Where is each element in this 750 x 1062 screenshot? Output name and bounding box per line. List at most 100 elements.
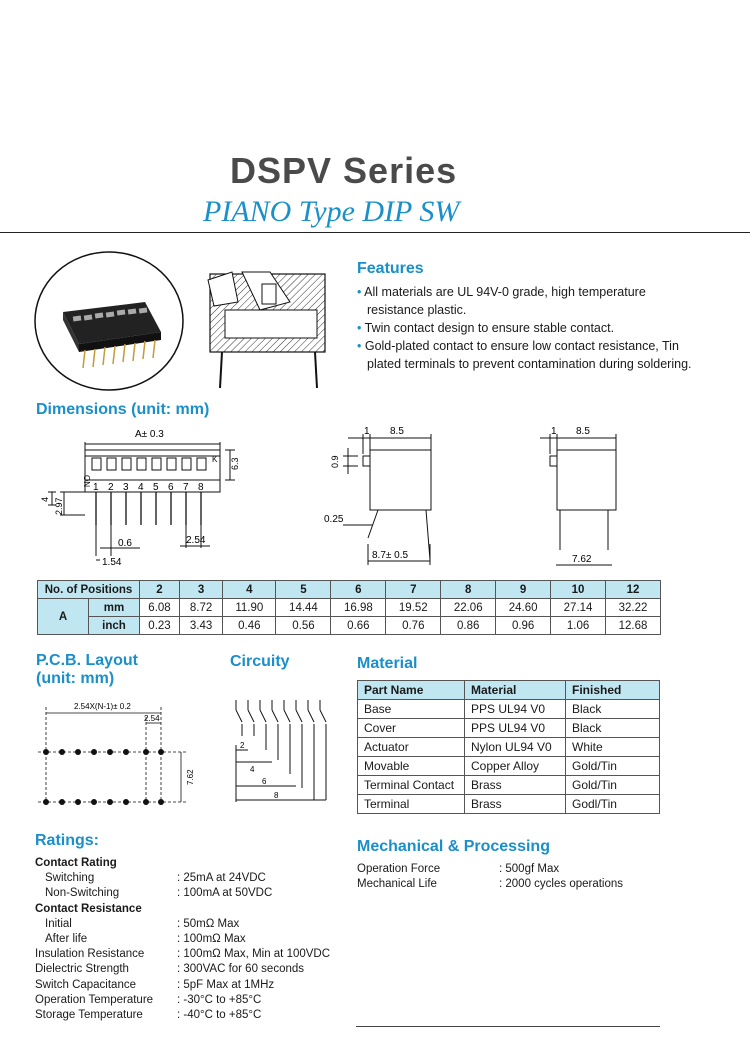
product-photo-switch [63, 302, 161, 369]
series-title: DSPV Series [230, 150, 458, 191]
inch-cell: 0.46 [222, 616, 277, 635]
position-header: 5 [275, 580, 332, 599]
dimension-side-drawing: 1 8.5 0.9 0.25 8.7± 0.5 [324, 426, 432, 565]
material-cell: Terminal Contact [357, 775, 465, 795]
position-header: 12 [605, 580, 661, 599]
mm-cell: 27.14 [550, 598, 607, 617]
spec-value: : 2000 cycles operations [499, 878, 624, 891]
material-heading: Material [357, 655, 418, 672]
spec-value: : -40°C to +85°C [177, 1009, 262, 1022]
position-header: 7 [385, 580, 442, 599]
position-header: 2 [139, 580, 180, 599]
dim-06-label: 0.6 [118, 538, 132, 549]
material-col-header: Finished [565, 680, 660, 700]
spec-label: Non-Switching [45, 887, 120, 900]
dim-254-label: 2.54 [186, 535, 206, 546]
dimension-front-drawing: A± 0.3 6.3 4 2.97 ON K 1 2 3 4 5 6 7 8 0… [40, 429, 240, 568]
inch-cell: 3.43 [178, 616, 224, 635]
material-cell: Godl/Tin [565, 794, 660, 814]
mm-cell: 24.60 [495, 598, 552, 617]
pcb-762-label: 7.62 [186, 769, 195, 785]
material-cell: Cover [357, 718, 465, 738]
pin-label: 3 [123, 482, 129, 493]
spec-label: Operation Force [357, 863, 441, 875]
features-heading: Features [357, 260, 424, 277]
dim-a-label: A± 0.3 [135, 429, 164, 440]
table-row: Terminal Contact Brass Gold/Tin [357, 775, 660, 795]
circuity-label: 4 [250, 765, 255, 774]
spec-value: : -30°C to +85°C [177, 993, 262, 1006]
spec-label: After life [45, 933, 88, 946]
end-85-label: 8.5 [576, 426, 590, 437]
table-row: Actuator Nylon UL94 V0 White [357, 737, 660, 757]
material-cell: Copper Alloy [464, 756, 566, 776]
mm-cell: 8.72 [178, 598, 224, 617]
material-cell: Terminal [357, 794, 465, 814]
pcb-heading: P.C.B. Layout (unit: mm) [36, 652, 138, 688]
product-photo [34, 251, 184, 391]
ratings-list: Contact Rating Switching: 25mA at 24VDC … [35, 856, 330, 1023]
contact-rating-label: Contact Rating [35, 857, 117, 869]
header-divider [0, 232, 750, 233]
contact-resistance-label: Contact Resistance [35, 902, 142, 915]
feature-item: All materials are UL 94V-0 grade, high t… [357, 283, 697, 319]
inch-cell: 0.76 [385, 616, 442, 635]
material-cell: Gold/Tin [565, 775, 660, 795]
mm-cell: 22.06 [440, 598, 497, 617]
side-1-label: 1 [364, 426, 370, 437]
material-table: Part Name Material Finished Base PPS UL9… [357, 680, 660, 814]
circuity-label: 2 [240, 741, 245, 750]
position-header: 9 [495, 580, 552, 599]
spec-value: : 25mA at 24VDC [177, 872, 266, 885]
spec-label: Switching [45, 872, 95, 885]
k-label: K [212, 455, 218, 464]
dimensions-heading: Dimensions (unit: mm) [36, 401, 210, 418]
pcb-layout-drawing: 2.54X(N-1)± 0.2 2.54 7.62 [38, 702, 195, 805]
circuity-label: 8 [274, 791, 279, 800]
spec-label: Storage Temperature [35, 1009, 143, 1022]
material-cell: Movable [357, 756, 465, 776]
cross-section-drawing [207, 271, 326, 389]
position-header: 6 [330, 580, 387, 599]
feature-item: Gold-plated contact to ensure low contac… [357, 337, 697, 373]
footer-divider [356, 1026, 660, 1027]
inch-cell: 0.66 [330, 616, 387, 635]
inch-cell: 0.86 [440, 616, 497, 635]
spec-value: : 500gf Max [499, 863, 560, 875]
table-row: Base PPS UL94 V0 Black [357, 699, 660, 719]
material-cell: White [565, 737, 660, 757]
spec-label: Mechanical Life [357, 878, 437, 891]
material-col-header: Material [464, 680, 566, 700]
spec-value: : 300VAC for 60 seconds [177, 963, 304, 976]
inch-cell: 12.68 [605, 616, 661, 635]
position-header: 3 [178, 580, 224, 599]
position-header: 10 [550, 580, 607, 599]
series-subtitle: PIANO Type DIP SW [203, 195, 460, 228]
mm-cell: 14.44 [275, 598, 332, 617]
spec-value: : 100mΩ Max [177, 933, 246, 946]
pcb-heading-line1: P.C.B. Layout [36, 652, 138, 669]
dimension-end-drawing: 1 8.5 7.62 [540, 426, 617, 566]
side-025-label: 0.25 [324, 514, 344, 525]
inch-cell: 0.23 [139, 616, 180, 635]
material-cell: Nylon UL94 V0 [464, 737, 566, 757]
position-header: 4 [222, 580, 277, 599]
circuity-drawing: 2 4 6 8 [235, 700, 327, 802]
pin-label: 8 [198, 482, 204, 493]
material-cell: Brass [464, 794, 566, 814]
end-1-label: 1 [551, 426, 557, 437]
pin-label: 2 [108, 482, 114, 493]
pcb-top-label: 2.54X(N-1)± 0.2 [74, 702, 131, 711]
table-row: Cover PPS UL94 V0 Black [357, 718, 660, 738]
spec-label: Initial [45, 917, 72, 930]
pin-label: 6 [168, 482, 174, 493]
pcb-254-label: 2.54 [144, 714, 160, 723]
feature-item: Twin contact design to ensure stable con… [357, 319, 697, 337]
dim-4-label: 4 [40, 497, 50, 502]
material-cell: Black [565, 718, 660, 738]
spec-value: : 100mΩ Max, Min at 100VDC [177, 948, 331, 961]
positions-table: No. of Positions 2 3 4 5 6 7 8 9 10 12 A… [37, 580, 661, 635]
circuity-heading: Circuity [230, 653, 290, 670]
spec-value: : 50mΩ Max [177, 917, 240, 930]
side-85-label: 8.5 [390, 426, 404, 437]
